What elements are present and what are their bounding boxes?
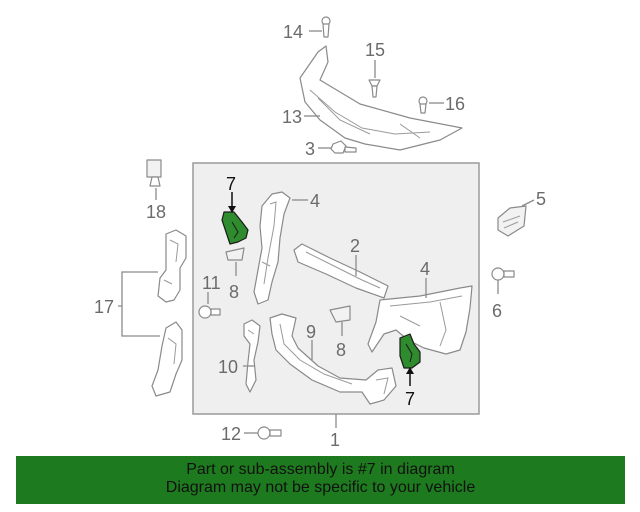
callout-12: 12 [221, 424, 241, 444]
banner-line-2: Diagram may not be specific to your vehi… [165, 479, 476, 496]
part-7-bracket-right[interactable] [399, 333, 421, 369]
part-4-right-support[interactable] [367, 285, 473, 355]
part-17-side-bracket-upper[interactable] [157, 229, 187, 303]
callout-5: 5 [536, 189, 546, 209]
callout-16: 16 [445, 94, 465, 114]
callout-7b: 7 [405, 389, 415, 409]
leader-5 [521, 199, 535, 207]
callout-13: 13 [282, 107, 302, 127]
assembly-frame [192, 162, 480, 415]
callout-18: 18 [146, 202, 166, 222]
callout-8a: 8 [229, 282, 239, 302]
callout-10: 10 [218, 357, 238, 377]
part-16-clip[interactable] [418, 96, 428, 114]
part-12-bolt[interactable] [257, 426, 282, 440]
callout-6: 6 [492, 301, 502, 321]
callout-17: 17 [94, 297, 114, 317]
callout-4b: 4 [420, 259, 430, 279]
part-3-bolt[interactable] [330, 140, 357, 154]
callout-15: 15 [365, 40, 385, 60]
part-14-clip[interactable] [321, 16, 331, 38]
callout-14: 14 [283, 22, 303, 42]
part-5-bracket[interactable] [497, 205, 527, 237]
part-17-side-bracket-lower[interactable] [151, 321, 183, 397]
part-13-support-cover[interactable] [299, 45, 463, 151]
part-6-bolt[interactable] [491, 267, 515, 281]
callout-4a: 4 [310, 191, 320, 211]
part-11-bolt[interactable] [198, 305, 221, 319]
info-banner: Part or sub-assembly is #7 in diagram Di… [16, 456, 625, 504]
leader-17 [118, 271, 160, 337]
part-15-pin[interactable] [368, 79, 381, 98]
part-2-crossmember[interactable] [293, 243, 389, 299]
arrow-7b [406, 367, 414, 374]
callout-2: 2 [350, 236, 360, 256]
parts-diagram: 14 13 15 16 3 18 5 [94, 16, 546, 450]
callout-1: 1 [330, 430, 340, 450]
callout-11: 11 [202, 273, 221, 293]
callout-3: 3 [305, 139, 315, 159]
part-9-lower-frame[interactable] [269, 313, 397, 405]
arrow-7a [228, 206, 236, 213]
part-8-plate-right[interactable] [329, 305, 351, 323]
part-8-plate-left[interactable] [225, 247, 245, 261]
part-10-bracket[interactable] [243, 319, 261, 393]
banner-line-1: Part or sub-assembly is #7 in diagram [186, 461, 455, 478]
part-7-bracket-left[interactable] [221, 211, 249, 245]
callout-9: 9 [306, 322, 316, 342]
callout-8b: 8 [336, 340, 346, 360]
part-4-left-support[interactable] [253, 191, 291, 305]
callout-7a: 7 [226, 174, 236, 194]
part-18-sensor[interactable] [146, 159, 162, 187]
